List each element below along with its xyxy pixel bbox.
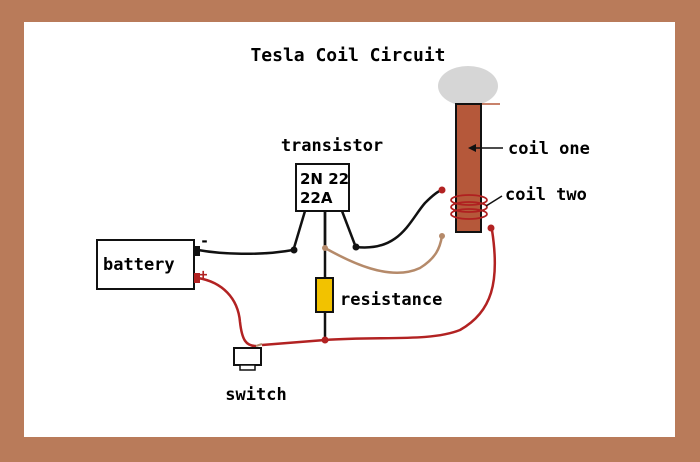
coil-two-terminal-top	[438, 186, 446, 194]
battery-label: battery	[103, 255, 175, 275]
battery-minus-sign: -	[200, 232, 209, 250]
coil-two-windings	[450, 194, 488, 220]
transistor-pin-emitter	[290, 246, 298, 254]
resistor-body	[315, 277, 334, 313]
transistor-leg-right	[340, 210, 357, 246]
coil-two-terminal-right	[487, 224, 495, 232]
wire-base-to-coil-two	[324, 235, 444, 274]
diagram-title: Tesla Coil Circuit	[250, 45, 445, 66]
transistor-part-line1: 2N 22	[300, 170, 349, 188]
transistor-body	[295, 163, 350, 212]
coil-two-label: coil two	[505, 185, 587, 205]
switch-button	[239, 364, 256, 371]
resistance-label: resistance	[340, 290, 442, 310]
transistor-part-line2: 22A	[300, 189, 333, 207]
coil-one-label: coil one	[508, 139, 590, 159]
wire-junction-to-coil-two	[324, 229, 497, 342]
wire-switch-to-junction	[261, 338, 326, 347]
switch-body	[233, 347, 262, 366]
transistor-label: transistor	[281, 136, 383, 156]
top-load-sphere	[438, 66, 498, 106]
coil-one-arrowhead	[468, 144, 476, 152]
transistor-pin-collector	[352, 243, 360, 251]
wire-battery-negative	[197, 248, 294, 255]
switch-label: switch	[225, 385, 286, 405]
wire-battery-positive	[197, 276, 257, 348]
transistor-leg-left	[292, 210, 307, 249]
coil-two-terminal-bottom	[439, 233, 445, 239]
battery-body	[96, 239, 195, 290]
battery-positive-terminal	[194, 273, 200, 283]
battery-plus-sign: +	[199, 267, 207, 283]
wire-collector-to-coil-two	[355, 188, 443, 249]
coil-two-arrow	[485, 195, 503, 207]
battery-negative-terminal	[194, 246, 200, 256]
transistor-pin-base	[322, 245, 328, 251]
switch-lever	[255, 343, 263, 347]
junction-dot	[321, 336, 329, 344]
